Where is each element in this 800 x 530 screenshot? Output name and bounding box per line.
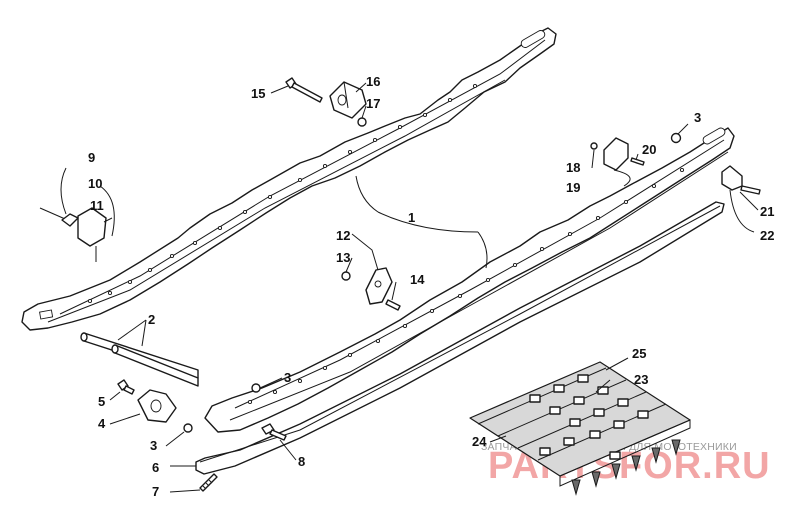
callout-9: 9 [88, 150, 95, 165]
callout-17: 17 [366, 96, 380, 111]
callout-23: 23 [634, 372, 648, 387]
nut-3-mid [251, 383, 261, 393]
callout-21: 21 [760, 204, 774, 219]
callout-2: 2 [148, 312, 155, 327]
callout-15: 15 [251, 86, 265, 101]
rail-front [204, 127, 735, 433]
callout-5: 5 [98, 394, 105, 409]
callout-8: 8 [298, 454, 305, 469]
callout-13: 13 [336, 250, 350, 265]
bumper-block-19 [590, 137, 645, 171]
rear-clamp-21-22 [721, 165, 761, 195]
screw-7 [199, 473, 218, 492]
callout-11: 11 [90, 198, 104, 213]
callout-1: 1 [408, 210, 415, 225]
nut-3-right [670, 132, 682, 144]
callout-24: 24 [472, 434, 487, 449]
callout-25: 25 [632, 346, 646, 361]
callout-3-right: 3 [694, 110, 701, 125]
callout-20: 20 [642, 142, 656, 157]
shock-mount-4 [117, 379, 177, 423]
track-clips [529, 374, 649, 460]
callout-14: 14 [410, 272, 425, 287]
callout-22: 22 [760, 228, 774, 243]
cross-shafts [80, 332, 199, 387]
bracket-assembly-9-11 [39, 167, 115, 247]
callout-18: 18 [566, 160, 580, 175]
callout-10: 10 [88, 176, 102, 191]
nut-3-left [183, 423, 193, 433]
rail-front-holes [247, 167, 685, 405]
bolt-8 [261, 423, 287, 441]
callout-16: 16 [366, 74, 380, 89]
callout-7: 7 [152, 484, 159, 499]
rail-back-holes [87, 83, 478, 304]
nut-17 [357, 117, 367, 127]
callout-4: 4 [98, 416, 106, 431]
rail-back [21, 27, 557, 331]
callout-3-mid: 3 [284, 370, 291, 385]
callout-19: 19 [566, 180, 580, 195]
callout-12: 12 [336, 228, 350, 243]
callout-3-left: 3 [150, 438, 157, 453]
center-bracket-12-14 [341, 267, 401, 311]
callouts: 15 16 17 1 9 10 11 12 13 14 2 5 4 3 3 8 … [88, 74, 774, 499]
leader-lines [95, 82, 759, 493]
track-section [469, 361, 691, 496]
bolt-15 [285, 77, 323, 103]
callout-6: 6 [152, 460, 159, 475]
wear-strip [195, 201, 725, 475]
track-lugs [571, 439, 681, 496]
